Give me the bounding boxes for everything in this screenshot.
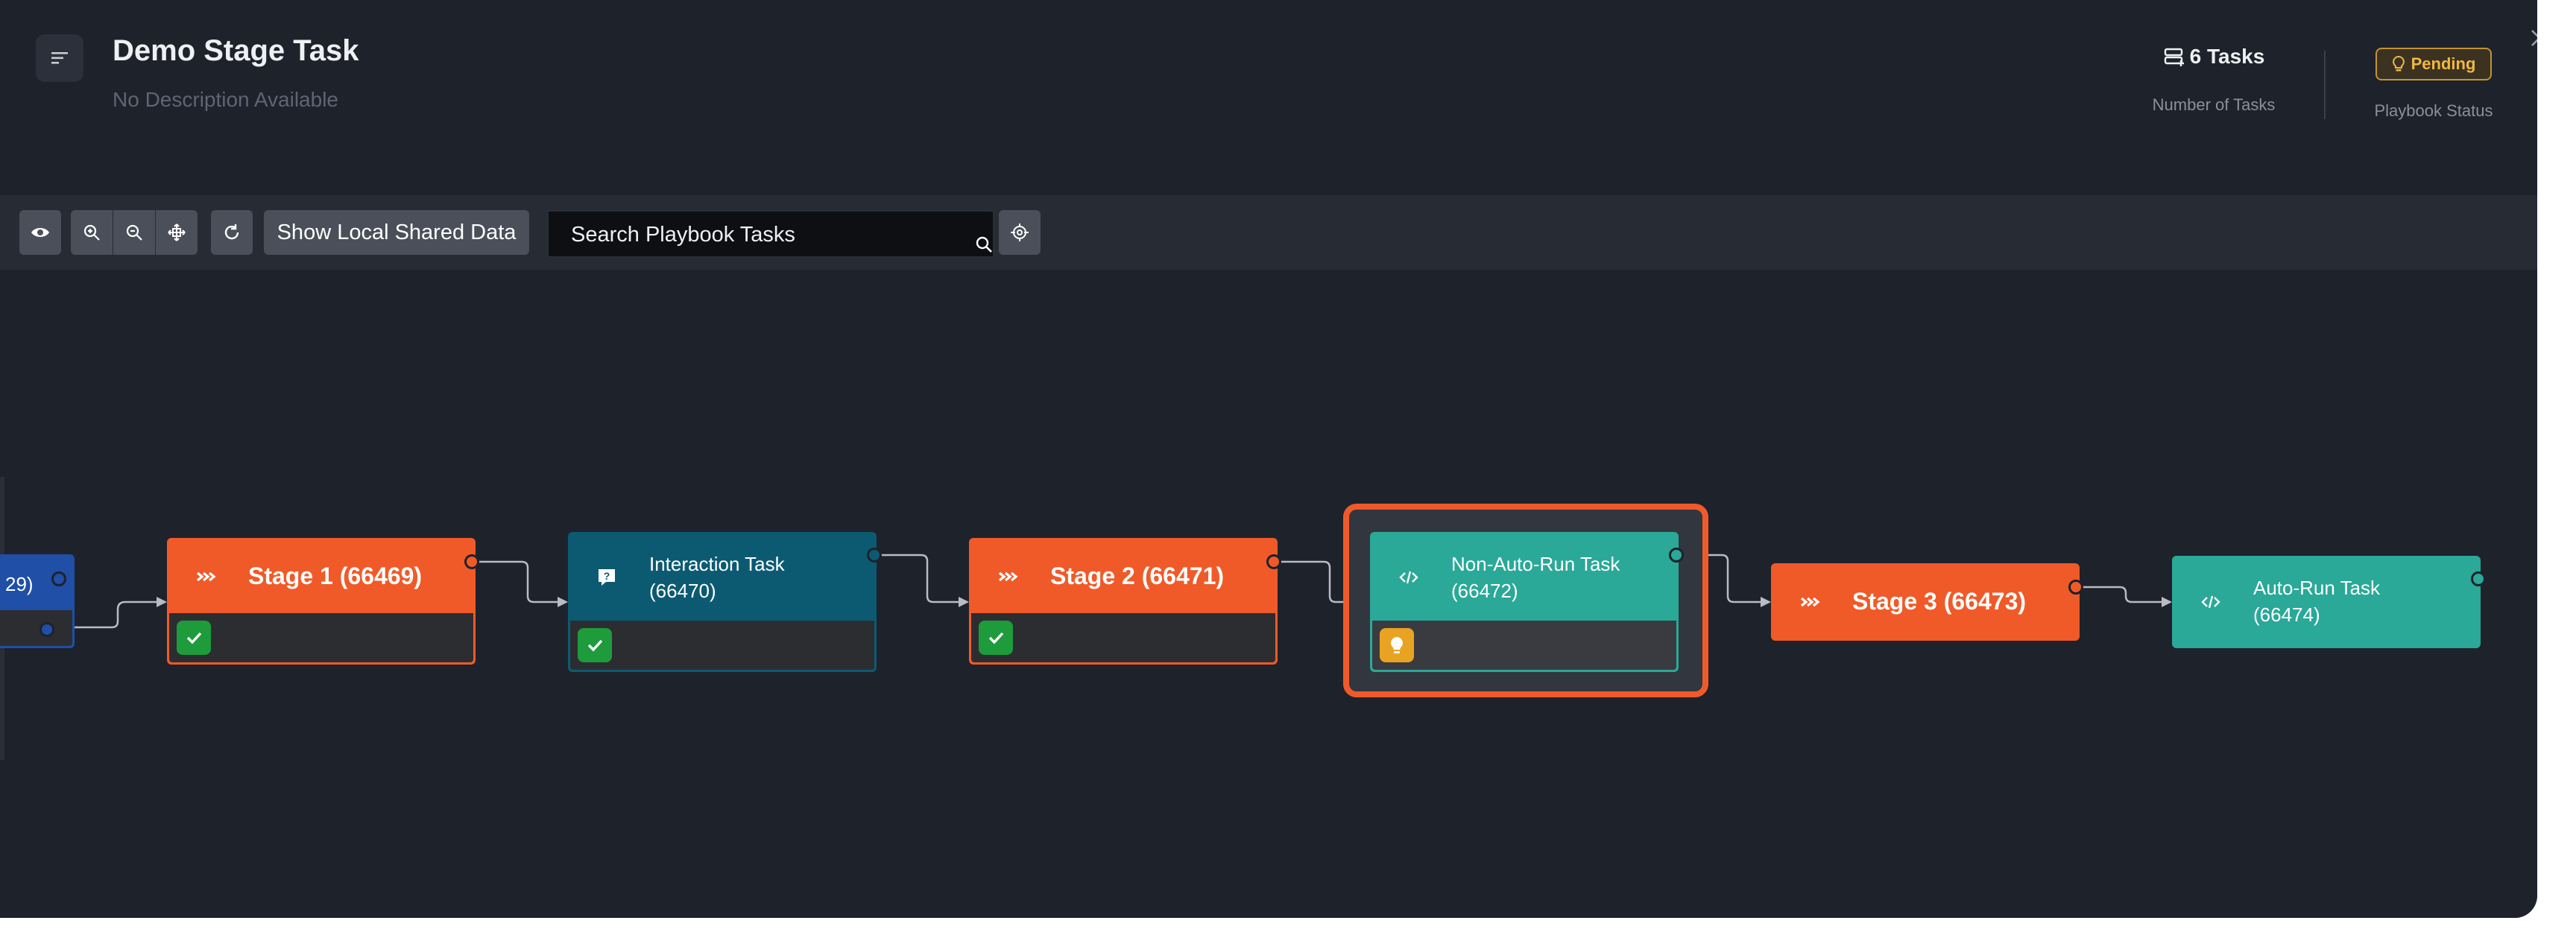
stage-node-66469[interactable]: Stage 1 (66469) <box>167 538 479 665</box>
close-button[interactable] <box>2522 20 2537 56</box>
question-bubble-icon: ? <box>599 569 615 586</box>
refresh-icon <box>224 224 239 240</box>
output-port[interactable] <box>2471 571 2486 586</box>
task-count-value: 6 Tasks <box>2189 45 2265 68</box>
lightbulb-icon <box>2392 55 2405 72</box>
menu-lines-icon <box>51 52 68 64</box>
refresh-button[interactable] <box>211 210 253 255</box>
output-port[interactable] <box>1266 554 1281 569</box>
fit-view-button[interactable] <box>156 210 198 255</box>
stage-chevrons-icon <box>1800 597 1820 607</box>
task-count-label: Number of Tasks <box>2152 95 2276 114</box>
eye-icon <box>31 228 49 237</box>
header-divider <box>2324 51 2326 119</box>
stage-chevrons-icon <box>196 571 216 582</box>
output-port[interactable] <box>464 554 479 569</box>
stage-chevrons-icon <box>998 571 1018 582</box>
zoom-out-button[interactable] <box>113 210 155 255</box>
playbook-header: Demo Stage Task No Description Available… <box>0 0 2537 171</box>
canvas-toolbar: Show Local Shared Data <box>0 195 2537 270</box>
move-arrows-icon <box>168 224 186 241</box>
playbook-modal: Demo Stage Task No Description Available… <box>0 0 2537 918</box>
pending-status-icon <box>1380 628 1414 662</box>
completed-status-icon <box>979 621 1013 655</box>
status-badge-label: Pending <box>2411 54 2476 73</box>
code-node-66474[interactable]: Auto-Run Task (66474) <box>2172 556 2486 648</box>
playbook-status-label: Playbook Status <box>2374 101 2493 120</box>
output-port[interactable] <box>40 622 54 637</box>
completed-status-icon <box>578 628 612 662</box>
status-badge: Pending <box>2375 48 2493 80</box>
output-port[interactable] <box>1669 548 1684 563</box>
close-icon <box>2531 30 2537 46</box>
node-label: Auto-Run Task (66474) <box>2253 577 2381 626</box>
search-input[interactable] <box>571 218 959 252</box>
interaction-node-66470[interactable]: ? Interaction Task (66470) <box>568 532 882 672</box>
zoom-in-icon <box>83 224 100 241</box>
output-port[interactable] <box>867 548 882 563</box>
completed-status-icon <box>177 621 211 655</box>
svg-text:?: ? <box>604 570 610 582</box>
node-label: Non-Auto-Run Task (66472) <box>1451 553 1620 602</box>
node-label: Stage 1 (66469) <box>248 563 423 589</box>
locate-button[interactable] <box>999 210 1041 255</box>
search-icon <box>976 236 992 253</box>
code-brackets-icon <box>2201 595 2220 609</box>
zoom-out-icon <box>126 224 142 241</box>
show-local-shared-data-button[interactable]: Show Local Shared Data <box>264 210 529 255</box>
code-node-66472[interactable]: Non-Auto-Run Task (66472) <box>1370 532 1684 672</box>
zoom-in-button[interactable] <box>71 210 113 255</box>
output-port[interactable] <box>2068 580 2083 595</box>
page-title: Demo Stage Task <box>113 34 359 67</box>
node-label: 29) <box>5 573 34 595</box>
task-node-partial[interactable]: 29) <box>0 554 75 648</box>
code-brackets-icon <box>1399 571 1418 584</box>
node-label: Stage 2 (66471) <box>1050 563 1225 589</box>
search-box <box>547 210 994 258</box>
stage-node-66473[interactable]: Stage 3 (66473) <box>1771 563 2083 641</box>
tasks-stack-icon <box>2164 48 2184 66</box>
view-toggle-button[interactable] <box>19 210 61 255</box>
output-port[interactable] <box>51 571 66 586</box>
node-label: Interaction Task (66470) <box>649 553 785 602</box>
focus-target-icon <box>1011 224 1029 241</box>
menu-button[interactable] <box>36 34 83 82</box>
page-description: No Description Available <box>113 88 338 111</box>
stage-node-66471[interactable]: Stage 2 (66471) <box>969 538 1281 665</box>
playbook-status-stat: Pending Playbook Status <box>2355 48 2512 121</box>
task-count-stat: 6 Tasks Number of Tasks <box>2132 45 2296 115</box>
node-label: Stage 3 (66473) <box>1852 588 2027 615</box>
